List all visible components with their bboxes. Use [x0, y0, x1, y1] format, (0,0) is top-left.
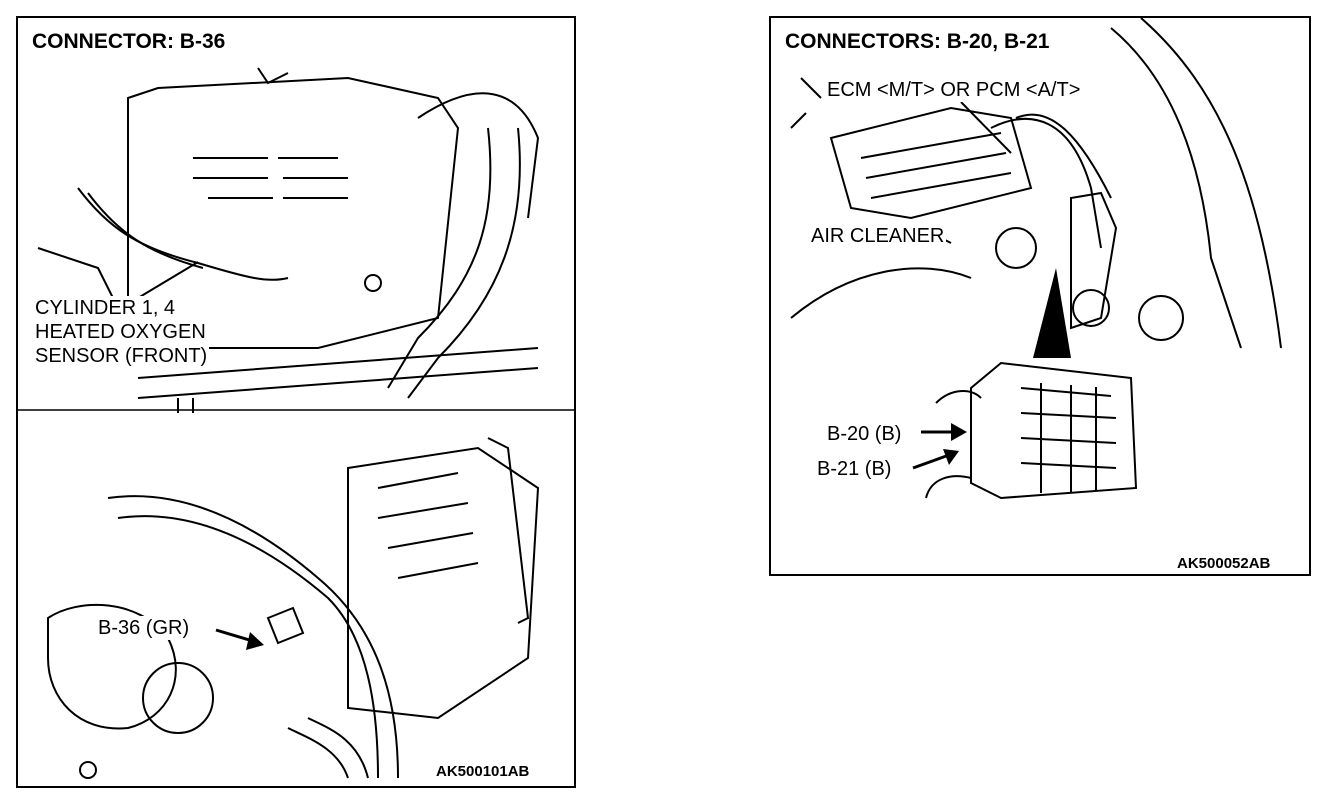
small-circle: [79, 761, 97, 779]
sensor-harness: [77, 187, 289, 281]
engine-cover-outline: [127, 76, 460, 349]
rod-right: [487, 437, 530, 624]
b36-connector-body: [266, 606, 305, 645]
b36-connector-label: B-36 (GR): [96, 616, 192, 640]
left-figure-panel: CONNECTOR: B-36 CYLINDER 1, 4 HEATED OXY…: [16, 16, 576, 788]
crossmember: [137, 347, 539, 399]
module-leader-line: [960, 101, 1012, 154]
fender-line: [1110, 27, 1242, 349]
belt-b: [287, 727, 349, 779]
hook-top: [257, 67, 289, 85]
cap: [995, 227, 1037, 269]
figure-code: AK500101AB: [436, 763, 530, 780]
sensor-harness-2: [87, 192, 204, 269]
head-ribs: [377, 472, 479, 579]
engine-bay-drawing-top-and-bottom: [18, 67, 574, 779]
b36-arrow-head: [246, 632, 264, 650]
cap-right: [1138, 295, 1184, 341]
wire-b20: [935, 390, 982, 404]
vacuum-hose-a: [107, 495, 399, 779]
figure-title: CONNECTOR: B-36: [30, 30, 228, 54]
tick-marks: [790, 77, 822, 129]
intake-duct-2: [1015, 113, 1112, 199]
b21-connector-label: B-21 (B): [815, 457, 894, 481]
air-cleaner-ribs: [860, 132, 1012, 199]
sensor-body: [364, 274, 382, 292]
sensor-label-line-2: HEATED OXYGEN: [33, 320, 208, 344]
ecm-module-ribs-v: [1040, 383, 1097, 493]
figure-title: CONNECTORS: B-20, B-21: [783, 30, 1052, 54]
fender-line-2: [1140, 18, 1282, 349]
ecm-module-outline: [970, 361, 1138, 500]
b20-connector-label: B-20 (B): [825, 422, 904, 446]
belt-a: [307, 717, 369, 779]
b21-arrow-shaft: [912, 453, 950, 470]
hose-left: [790, 267, 972, 319]
exhaust-pipe-b: [407, 127, 521, 399]
vacuum-hose-b: [117, 515, 379, 779]
engine-cover-ribs: [193, 157, 348, 199]
figure-code: AK500052AB: [1177, 555, 1271, 572]
right-figure-panel: CONNECTORS: B-20, B-21 ECM <M/T> OR PCM …: [769, 16, 1311, 576]
intake-duct: [990, 117, 1102, 249]
air-cleaner-box: [829, 106, 1033, 220]
sensor-leader-line: [137, 261, 199, 299]
ecm-pointer-triangle: [1033, 268, 1071, 358]
ecm-module-ribs: [1020, 387, 1117, 469]
cap-mid: [1072, 289, 1110, 327]
b21-arrow-head: [943, 449, 959, 465]
b20-arrow-head: [951, 423, 967, 441]
bracket-left: [37, 247, 119, 309]
air-cleaner-label: AIR CLEANER: [809, 224, 947, 248]
sensor-label-line-1: CYLINDER 1, 4: [33, 296, 178, 320]
cylinder-head-outline: [347, 446, 540, 720]
hose-top: [417, 92, 540, 219]
ecm-bracket: [1070, 191, 1118, 330]
wire-b21: [925, 475, 972, 499]
round-part: [142, 662, 214, 734]
sensor-label-line-3: SENSOR (FRONT): [33, 344, 210, 368]
module-label: ECM <M/T> OR PCM <A/T>: [825, 78, 1083, 102]
reservoir: [47, 603, 177, 730]
exhaust-pipe-a: [387, 127, 492, 389]
